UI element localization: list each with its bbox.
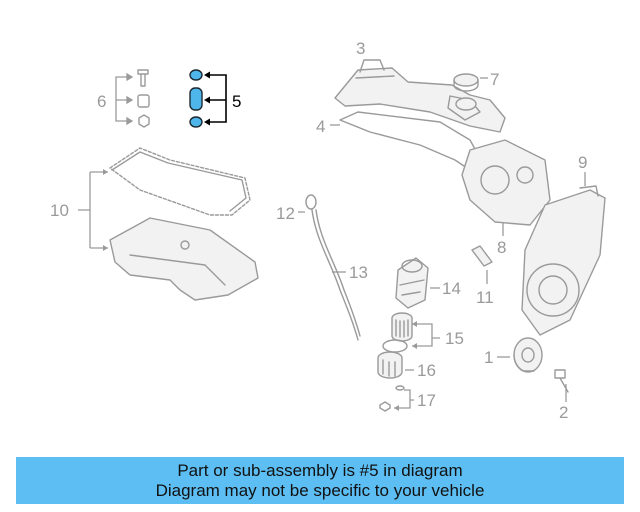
part-7-oil-cap	[453, 73, 488, 92]
callout-1: 1	[484, 348, 493, 367]
part-10-oil-pan	[78, 169, 259, 301]
callout-17: 17	[417, 391, 436, 410]
part-6-fasteners	[115, 69, 150, 128]
callout-10: 10	[50, 201, 69, 220]
callout-9: 9	[578, 153, 587, 172]
banner-line-disclaimer: Diagram may not be specific to your vehi…	[155, 481, 485, 500]
part-10-oil-pan-gasket	[109, 147, 251, 216]
callout-12: 12	[276, 204, 295, 223]
part-3-valve-cover	[334, 59, 506, 133]
parts-diagram: 1 2 3 4 5 6 7 8 9 10 11 12 13 14 15 16 1…	[50, 39, 606, 422]
part-8-front-cover	[461, 139, 551, 236]
callout-2: 2	[559, 403, 568, 422]
callout-5: 5	[232, 92, 241, 111]
banner-line-part: Part or sub-assembly is #5 in diagram	[177, 461, 463, 480]
part-5-top-grommet	[189, 69, 203, 81]
part-11-sensor	[471, 245, 493, 284]
part-5-sleeve-set	[189, 69, 227, 128]
callout-14: 14	[442, 279, 461, 298]
callout-7: 7	[490, 70, 499, 89]
part-5-sleeve	[189, 87, 203, 111]
callout-15: 15	[445, 329, 464, 348]
part-16-filter-cap	[377, 351, 414, 379]
part-14-filter-housing	[395, 257, 440, 309]
part-12-dipstick	[298, 194, 317, 213]
part-15-filter-element	[382, 312, 440, 353]
part-1-crank-pulley	[497, 337, 543, 373]
callout-13: 13	[349, 263, 368, 282]
callout-11: 11	[476, 288, 494, 307]
info-banner: Part or sub-assembly is #5 in diagram Di…	[16, 457, 624, 504]
part-17-seals	[379, 385, 414, 412]
part-13-dipstick-tube	[311, 209, 361, 341]
part-9-timing-cover	[521, 172, 606, 336]
part-5-bottom-grommet	[189, 116, 203, 128]
callout-6: 6	[97, 92, 106, 111]
callout-16: 16	[417, 361, 436, 380]
part-2-pulley-bolt	[554, 369, 569, 402]
callout-8: 8	[497, 238, 506, 257]
callout-4: 4	[316, 117, 325, 136]
callout-3: 3	[356, 39, 365, 58]
